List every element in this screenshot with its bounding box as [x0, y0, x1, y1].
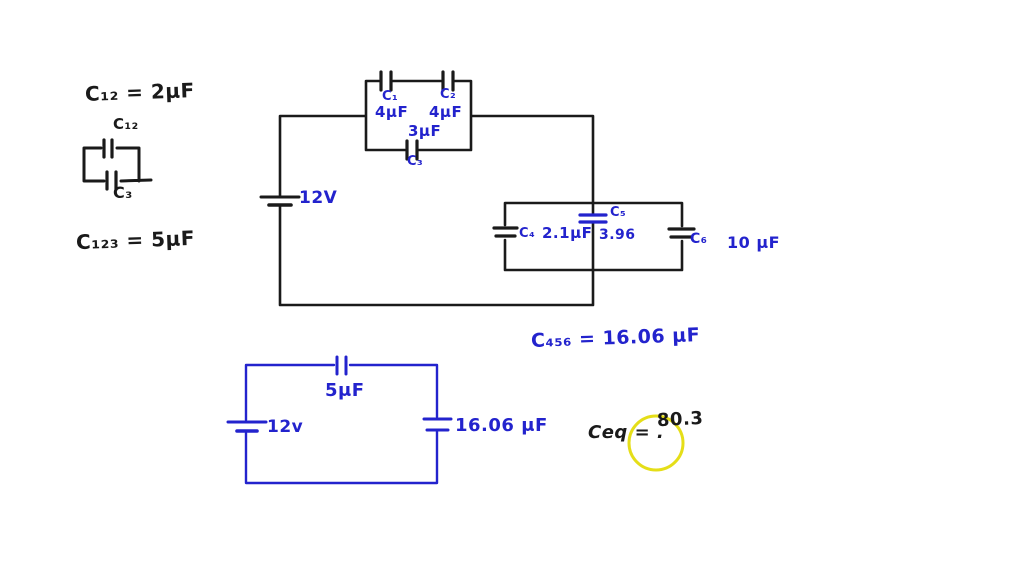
practice-sketch [82, 138, 153, 191]
main-circuit [259, 70, 696, 307]
label-c3-name: C₃ [407, 154, 424, 169]
label-sketch-c3: C₃ [113, 183, 133, 202]
label-c6-value: 10 μF [727, 233, 781, 252]
label-c5-value: 3.96 [599, 227, 636, 243]
label-reduced-right-capacitor: 16.06 μF [455, 415, 548, 436]
c6-capacitor-symbol [667, 227, 696, 239]
label-c4-value: 2.1μF [542, 224, 593, 242]
label-reduced-battery: 12v [267, 417, 304, 437]
c1-capacitor-symbol [379, 70, 393, 92]
main-battery-symbol [259, 195, 301, 207]
label-c1-name: C₁ [382, 89, 399, 104]
c4-capacitor-symbol [492, 226, 519, 238]
label-main-battery: 12V [299, 188, 338, 208]
label-c1-value: 4μF [375, 103, 409, 121]
answer-highlight-circle [627, 414, 685, 472]
label-c5-name: C₅ [610, 205, 627, 220]
label-reduced-top-capacitor: 5μF [325, 380, 365, 401]
label-c4-name: C₄ [519, 226, 536, 241]
label-c6-name: C₆ [690, 231, 708, 247]
reduced-wires [244, 363, 439, 485]
sketch-c12-capacitor-symbol [102, 138, 114, 159]
label-c2-name: C₂ [440, 87, 457, 102]
label-ceq-value: 80.3 [656, 407, 704, 432]
reduced-right-capacitor-symbol [422, 417, 453, 432]
c5-capacitor-symbol [578, 213, 608, 224]
label-c12-result: C₁₂ = 2μF [84, 78, 196, 106]
label-c123-result: C₁₂₃ = 5μF [75, 225, 196, 255]
sketch-c3-capacitor-symbol [105, 170, 118, 191]
sketch-wires [82, 146, 153, 183]
label-sketch-c12: C₁₂ [113, 115, 139, 133]
reduced-circuit [226, 355, 453, 485]
main-wires [278, 79, 684, 307]
label-ceq: Ceq = . [588, 422, 665, 443]
reduced-top-capacitor-symbol [335, 355, 348, 376]
label-c3-value: 3μF [408, 122, 442, 140]
reduced-battery-symbol [226, 420, 268, 433]
label-c2-value: 4μF [429, 103, 463, 121]
c3-capacitor-symbol [405, 139, 419, 161]
c2-capacitor-symbol [441, 70, 455, 92]
